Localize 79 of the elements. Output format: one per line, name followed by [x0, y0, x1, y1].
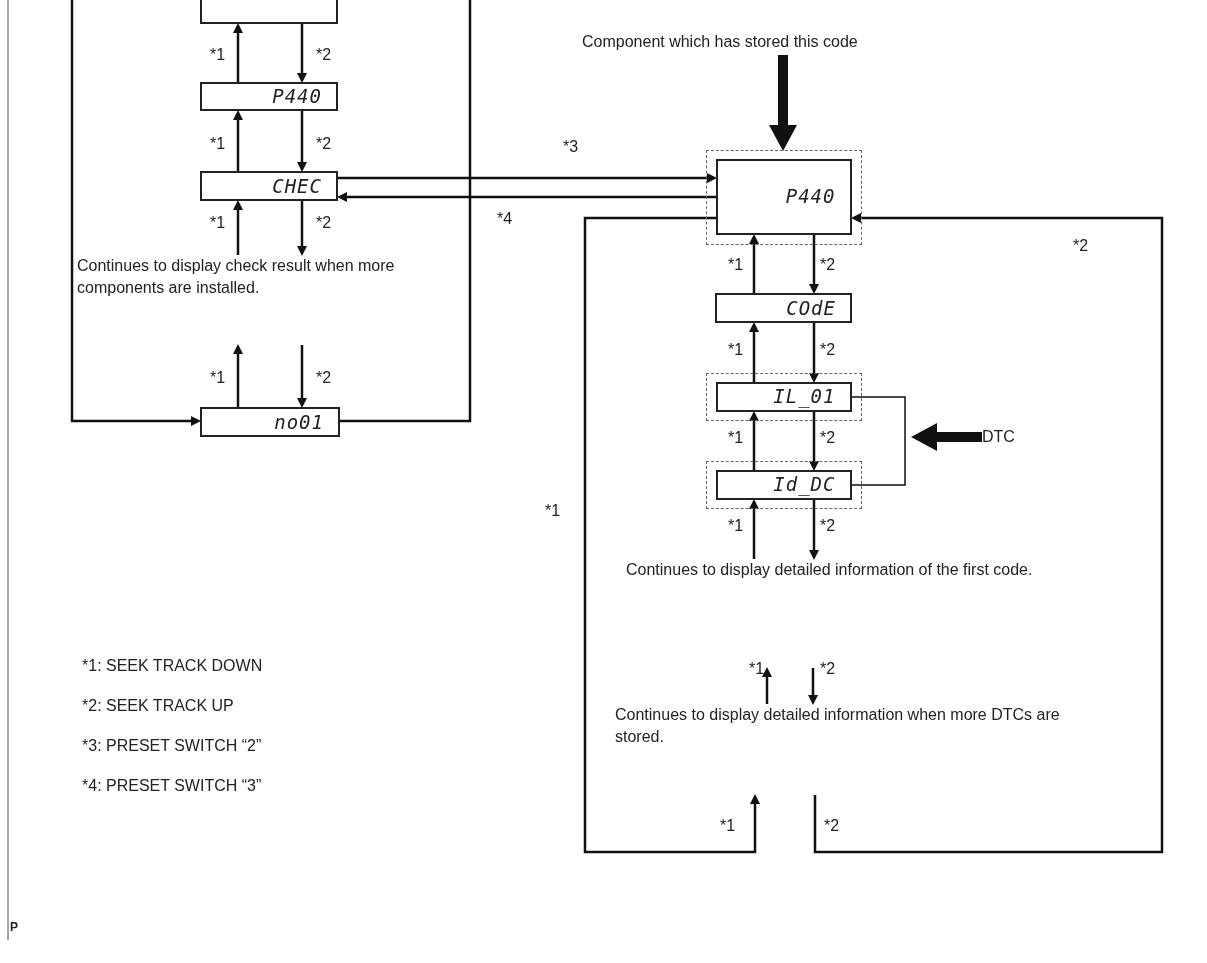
display-box	[200, 0, 338, 24]
arrow	[749, 411, 759, 470]
arrow	[749, 234, 759, 293]
edge-label: *2	[316, 369, 332, 387]
edge-label: *1	[728, 517, 744, 535]
note-text: Continues to display detailed information when more DTCs are stored.	[615, 704, 1095, 750]
page-mark: P	[10, 919, 18, 936]
edge-label: *1	[728, 429, 744, 447]
edge-label: *1	[728, 341, 744, 359]
arrow	[233, 23, 243, 82]
arrow	[297, 201, 307, 256]
arrow	[809, 235, 819, 294]
arrow	[297, 24, 307, 83]
block-arrow	[911, 423, 982, 451]
arrow	[808, 668, 818, 705]
arrow	[70, 0, 201, 426]
display-box	[200, 407, 340, 437]
arrow	[338, 173, 717, 183]
edge-label: *1	[545, 502, 561, 520]
display-box	[200, 171, 338, 201]
edge-label: *2	[820, 429, 836, 447]
edge-label: *2	[316, 214, 332, 232]
dashed-group-box	[706, 150, 862, 245]
edge-label: *1	[210, 46, 226, 64]
edge-label: *1	[728, 256, 744, 274]
footnote-text: *1: SEEK TRACK DOWN	[82, 657, 263, 675]
edge-label: *2	[820, 660, 836, 678]
callout-number: *2	[824, 817, 840, 835]
edge-label: *2	[820, 517, 836, 535]
display-box	[715, 381, 852, 412]
arrow	[583, 216, 760, 854]
footnote-text: *4: PRESET SWITCH “3”	[82, 777, 262, 795]
edge-label: *1	[749, 660, 765, 678]
display-readout: Id_DC	[773, 475, 836, 494]
arrow	[297, 111, 307, 172]
display-readout: COdE	[786, 298, 836, 318]
arrow	[233, 110, 243, 171]
arrow	[749, 322, 759, 382]
dashed-group-box	[706, 461, 862, 509]
note-text: Continues to display check result when more components are installed.	[77, 255, 469, 301]
arrow	[749, 499, 759, 559]
footnote-text: *3: PRESET SWITCH “2”	[82, 737, 262, 755]
display-readout: IL_01	[773, 387, 836, 406]
block-arrow	[769, 55, 797, 151]
note-text: Component which has stored this code	[582, 31, 1022, 55]
edge-label: *2	[316, 135, 332, 153]
bracket-line	[851, 396, 906, 486]
arrow	[813, 213, 1164, 854]
edge-label: *2	[820, 256, 836, 274]
edge-label: *1	[210, 369, 226, 387]
arrow	[809, 500, 819, 560]
edge-label: *2	[820, 341, 836, 359]
arrow	[233, 344, 243, 407]
connector-line	[340, 0, 472, 423]
callout-number: *1	[720, 817, 736, 835]
dashed-group-box	[706, 373, 862, 421]
arrow	[233, 200, 243, 255]
edge-label: *2	[1073, 237, 1089, 255]
arrow	[762, 667, 772, 704]
note-text: Continues to display detailed information of the first code.	[626, 559, 1096, 605]
arrow	[337, 192, 716, 202]
edge-label: *3	[563, 138, 579, 156]
arrow	[297, 345, 307, 408]
display-readout: CHEC	[272, 176, 322, 196]
edge-label: *1	[210, 135, 226, 153]
edge-label: *4	[497, 210, 513, 228]
display-readout: P440	[785, 187, 836, 206]
callout-text: DTC	[982, 426, 1026, 448]
display-readout: no01	[274, 412, 324, 432]
footnote-text: *2: SEEK TRACK UP	[82, 697, 234, 715]
display-readout: P440	[272, 87, 322, 106]
edge-label: *1	[210, 214, 226, 232]
arrow	[809, 323, 819, 383]
arrow	[809, 412, 819, 471]
display-box	[200, 82, 338, 111]
display-box	[715, 469, 852, 500]
display-box	[715, 293, 852, 323]
edge-label: *2	[316, 46, 332, 64]
display-box	[715, 158, 852, 235]
